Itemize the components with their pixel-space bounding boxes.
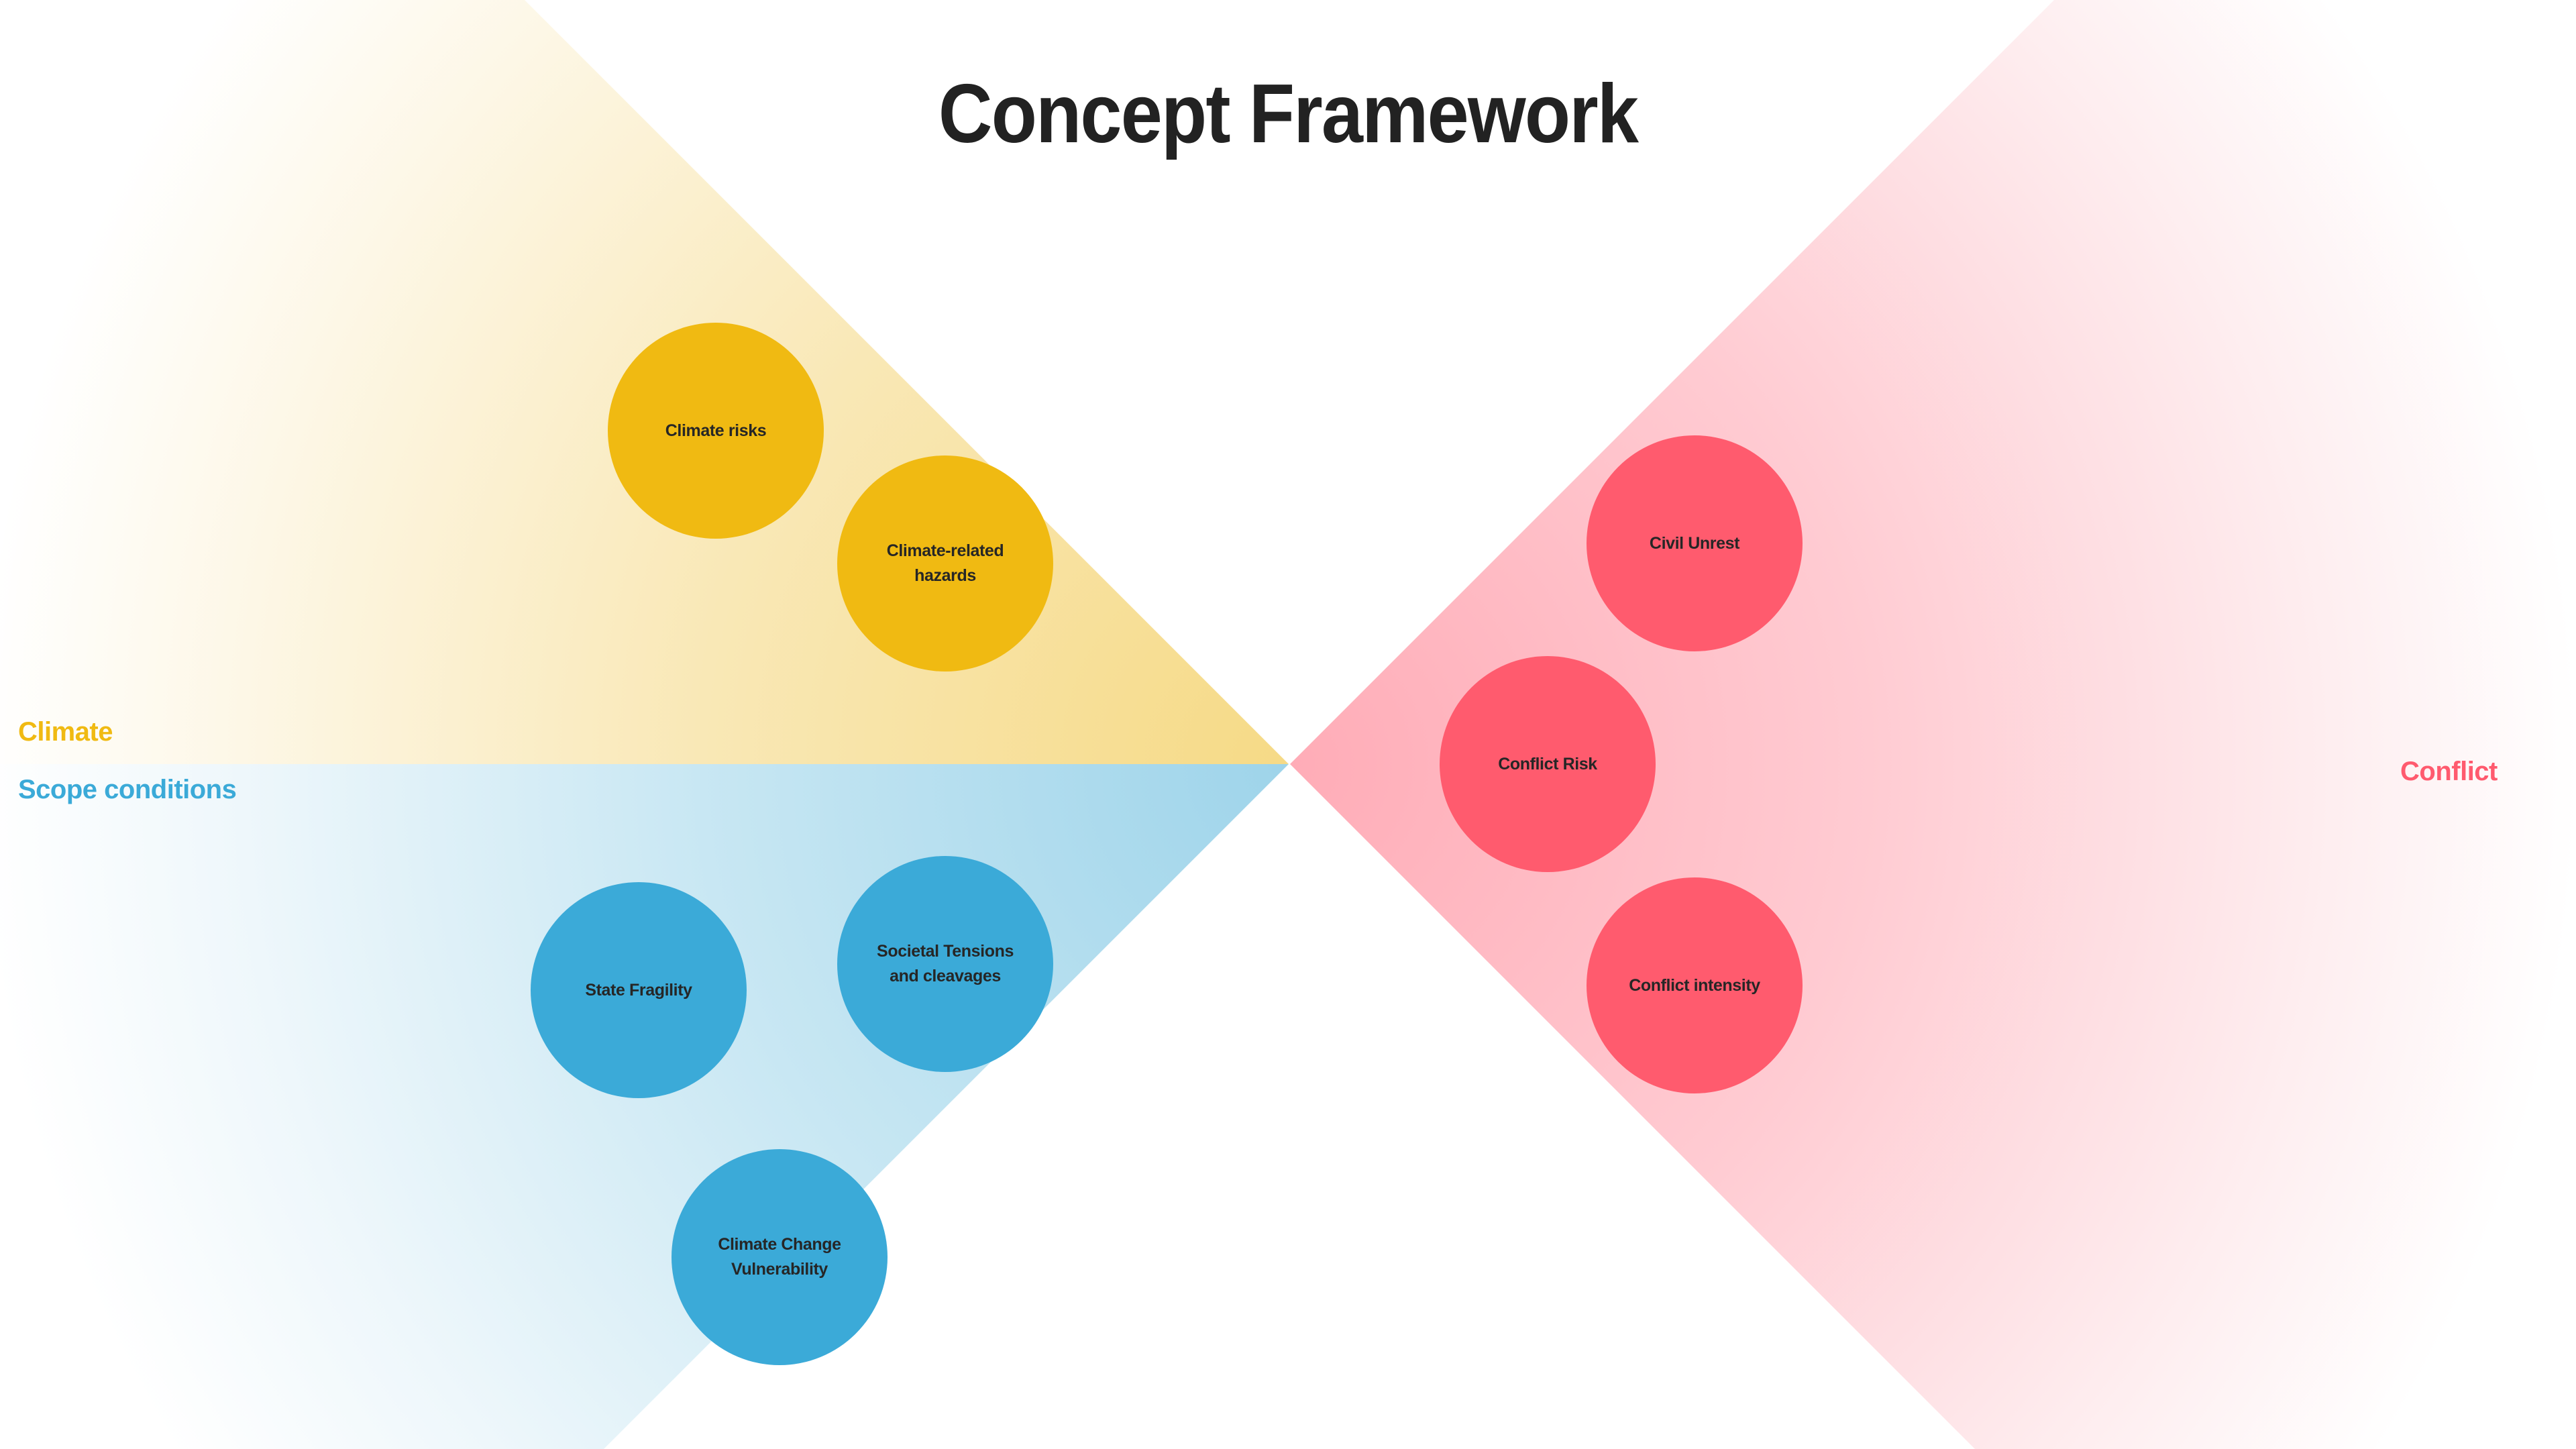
conflict-wedge <box>1290 0 2576 1449</box>
node-label: Conflict intensity <box>1629 975 1760 995</box>
node-label: Conflict Risk <box>1498 754 1597 773</box>
node-label: State Fragility <box>585 980 692 1000</box>
concept-node-conflict-risk[interactable]: Conflict Risk <box>1440 656 1656 872</box>
page-title-text: Concept Framework <box>938 68 1639 160</box>
concept-node-civil-unrest[interactable]: Civil Unrest <box>1587 435 1803 651</box>
section-label-conflict: Conflict <box>2400 757 2498 786</box>
concept-node-climate-risks[interactable]: Climate risks <box>608 323 824 539</box>
section-label-scope-conditions: Scope conditions <box>18 775 237 804</box>
scope-wedge <box>0 764 1289 1449</box>
concept-node-conflict-intensity[interactable]: Conflict intensity <box>1587 877 1803 1093</box>
node-label: Climate risks <box>665 421 767 440</box>
section-label-climate: Climate <box>18 717 113 747</box>
concept-node-state-fragility[interactable]: State Fragility <box>531 882 747 1098</box>
node-label: Civil Unrest <box>1649 533 1740 553</box>
page-title: Concept Framework <box>0 67 2576 161</box>
